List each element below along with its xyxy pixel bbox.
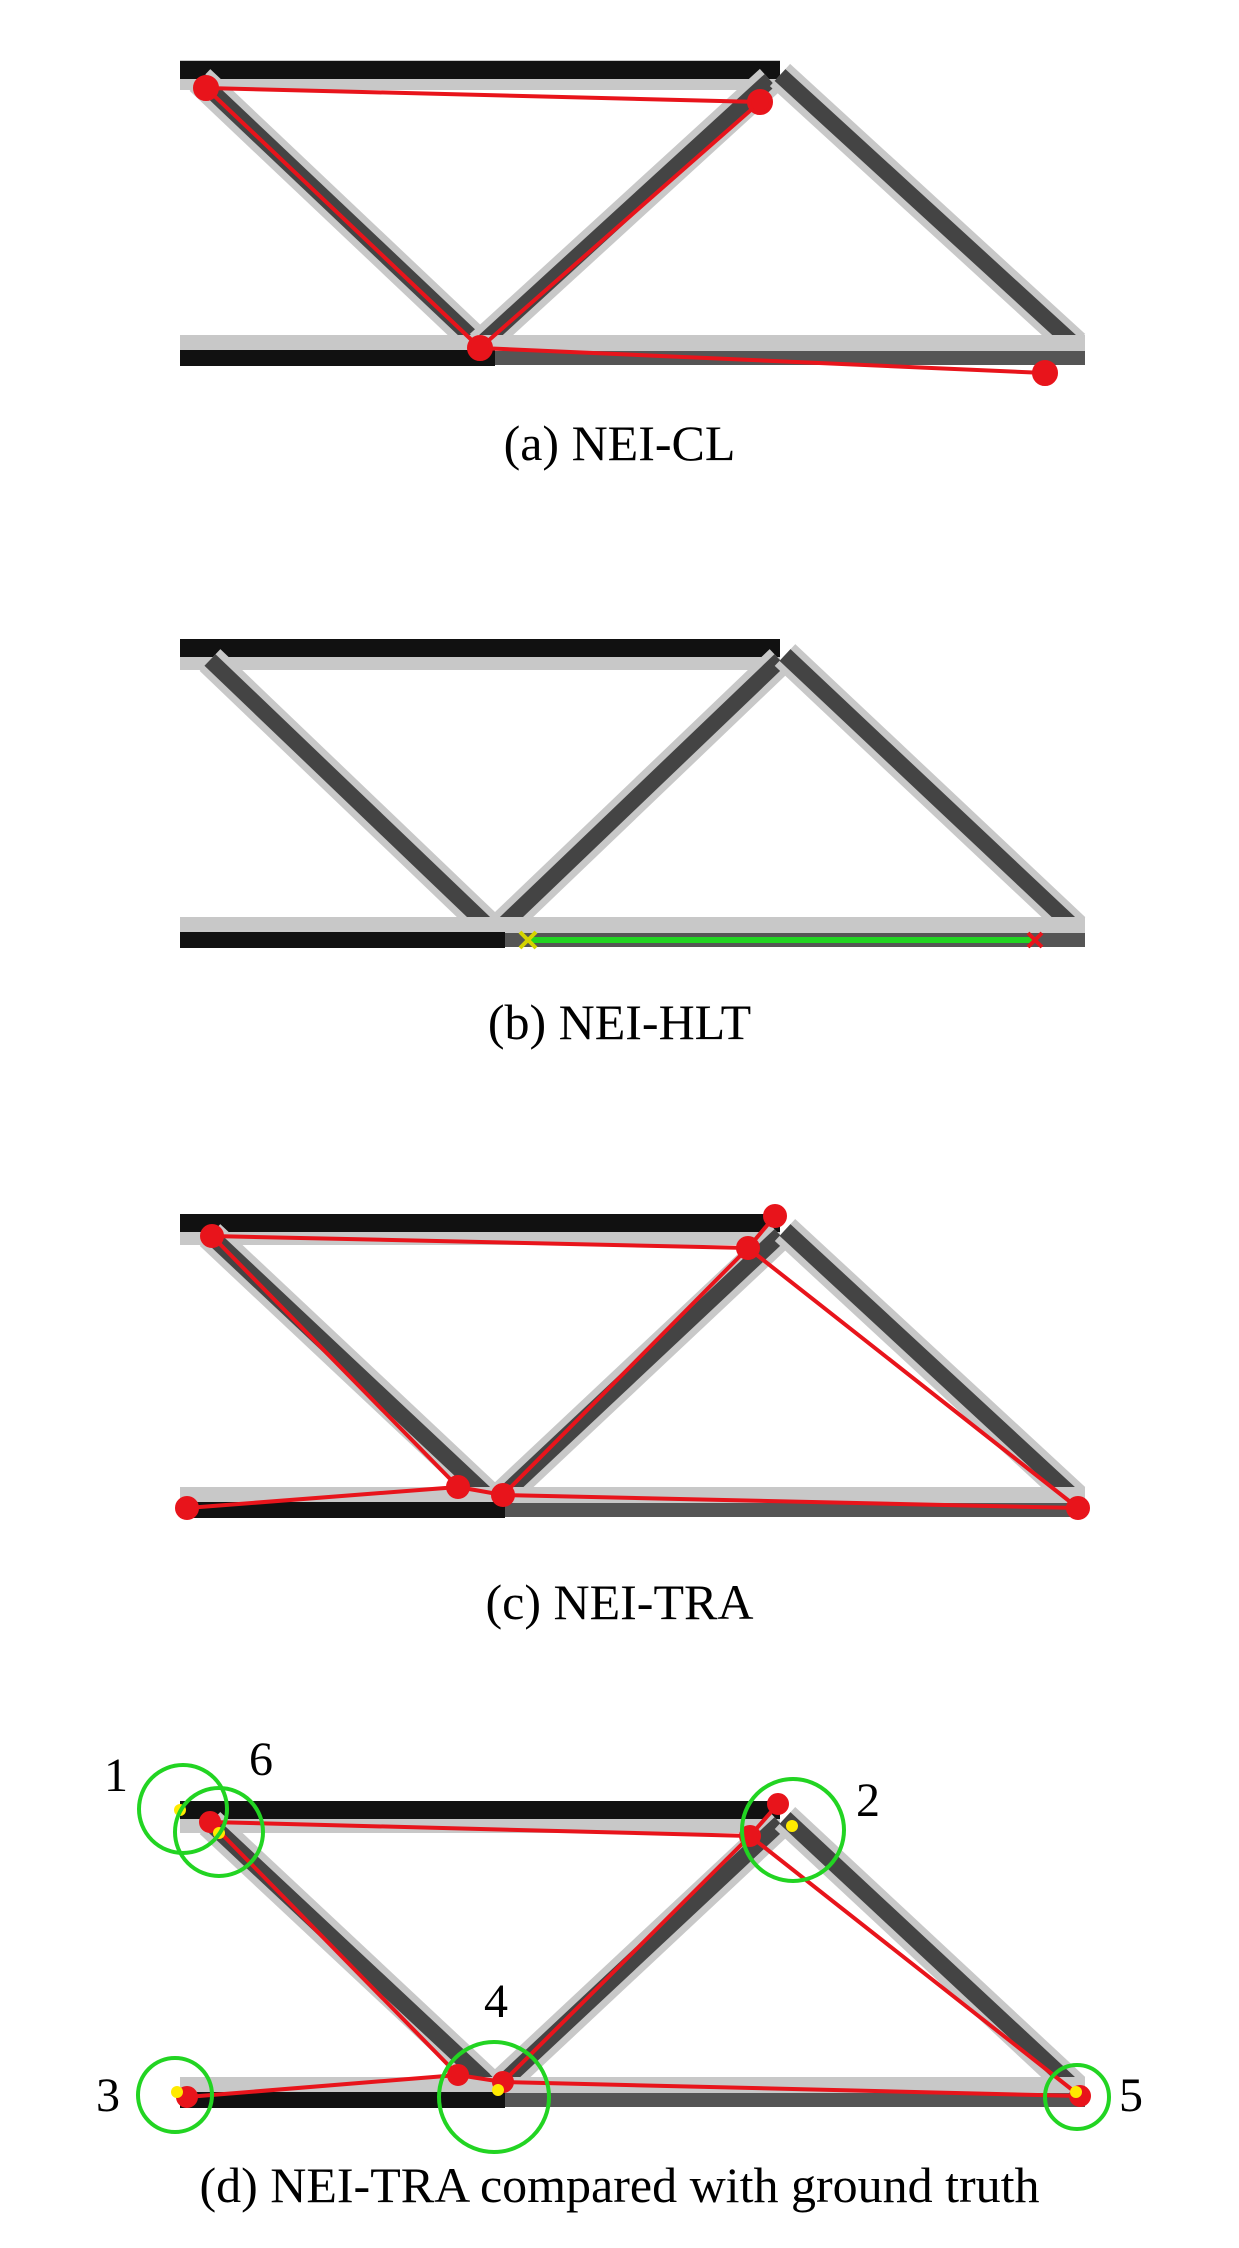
graph-node [446, 1475, 470, 1499]
graph-node [199, 1811, 221, 1833]
node-label-5: 5 [1119, 2069, 1143, 2122]
caption-a: (a) NEI-CL [503, 415, 736, 471]
graph-edge [501, 1834, 752, 2084]
match-circle [1043, 2063, 1111, 2131]
ground-truth-point [171, 2086, 183, 2098]
node-label-2: 2 [856, 1774, 880, 1827]
graph-node [491, 1483, 515, 1507]
ground-truth-point [492, 2084, 504, 2096]
panel-b: (b) NEI-HLT [0, 560, 1239, 1100]
hlt-start-marker [518, 930, 538, 950]
match-circle [437, 2040, 551, 2154]
graph-edge [209, 1820, 751, 1838]
detected-graph [175, 1204, 1090, 1520]
match-circle [173, 1786, 265, 1878]
ground-truth-point [786, 1820, 798, 1832]
caption-b: (b) NEI-HLT [487, 994, 752, 1050]
truss-structure [180, 1214, 1086, 1518]
truss-left-diagonal-core [204, 654, 496, 934]
graph-edge [501, 1246, 750, 1497]
graph-node [767, 1793, 789, 1815]
node-label-1: 1 [104, 1749, 128, 1802]
graph-node [193, 75, 219, 101]
graph-node [200, 1224, 224, 1248]
graph-edge [210, 1234, 460, 1489]
panel-d: 1 6 2 4 3 5 (d) NEI-TRA compared with gr… [0, 1720, 1239, 2248]
graph-node [763, 1204, 787, 1228]
caption-c: (c) NEI-TRA [485, 1574, 754, 1630]
graph-node [1066, 1496, 1090, 1520]
graph-edge [208, 1820, 460, 2077]
graph-edge [502, 2080, 1081, 2098]
graph-edge [186, 1485, 459, 1510]
graph-edge [479, 346, 1046, 375]
truss-left-diagonal-core [204, 1817, 496, 2091]
panel-a-figure [180, 60, 1086, 386]
match-circle [137, 1763, 229, 1855]
graph-edge [211, 1234, 749, 1250]
graph-edge [204, 86, 482, 350]
hlt-detection [518, 930, 1044, 950]
graph-node [175, 1496, 199, 1520]
graph-edge [205, 86, 761, 104]
truss-mid-diagonal-core [494, 1229, 786, 1504]
node-label-3: 3 [96, 2069, 120, 2122]
match-circle [136, 2056, 214, 2134]
node-label-4: 4 [484, 1975, 508, 2028]
truss-mid-diagonal-core [494, 654, 786, 934]
truss-mid-diagonal-core [474, 74, 776, 351]
caption-d: (d) NEI-TRA compared with ground truth [199, 2157, 1040, 2213]
truss-structure [180, 639, 1086, 948]
graph-edge [186, 2073, 459, 2099]
node-label-6: 6 [249, 1733, 273, 1786]
graph-edge [478, 100, 762, 350]
graph-node [747, 89, 773, 115]
panel-b-figure [180, 639, 1086, 950]
panel-c-figure [175, 1204, 1090, 1520]
graph-edge [746, 1246, 1080, 1510]
detected-graph [193, 75, 1058, 386]
truss-right-diagonal-core [779, 1812, 1081, 2094]
graph-node [447, 2064, 469, 2086]
truss-right-diagonal-core [779, 1224, 1081, 1504]
ground-truth-point [1070, 2086, 1082, 2098]
panel-a: (a) NEI-CL [0, 0, 1239, 520]
graph-node [467, 335, 493, 361]
panel-c: (c) NEI-TRA [0, 1180, 1239, 1700]
match-circle [740, 1777, 846, 1883]
ground-truth-circles [136, 1763, 1111, 2154]
hlt-end-marker [1026, 931, 1044, 949]
graph-node [736, 1236, 760, 1260]
graph-edge [748, 1834, 1082, 2098]
truss-mid-diagonal-core [494, 1817, 786, 2091]
graph-node [1032, 360, 1058, 386]
truss-right-diagonal-core [774, 69, 1081, 351]
panel-d-figure [136, 1763, 1111, 2154]
truss-right-diagonal-core [779, 649, 1081, 934]
detected-graph [176, 1793, 1091, 2108]
graph-edge [502, 1493, 1079, 1510]
